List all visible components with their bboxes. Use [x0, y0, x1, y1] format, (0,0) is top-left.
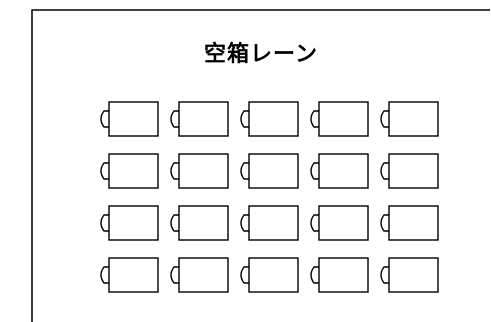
box-body	[248, 257, 299, 293]
empty-box	[380, 205, 439, 241]
box-handle	[100, 162, 109, 180]
empty-box	[170, 257, 229, 293]
box-body	[318, 205, 369, 241]
empty-box	[380, 101, 439, 137]
box-body	[318, 257, 369, 293]
box-body	[388, 205, 439, 241]
box-handle	[380, 214, 389, 232]
box-handle	[170, 162, 179, 180]
box-body	[248, 101, 299, 137]
box-handle	[380, 110, 389, 128]
empty-box	[170, 153, 229, 189]
empty-box	[240, 101, 299, 137]
box-handle	[240, 110, 249, 128]
box-handle	[310, 110, 319, 128]
box-body	[388, 101, 439, 137]
box-handle	[380, 162, 389, 180]
box-body	[108, 101, 159, 137]
empty-box	[310, 153, 369, 189]
box-body	[108, 257, 159, 293]
box-grid	[100, 101, 439, 293]
box-body	[178, 257, 229, 293]
box-body	[108, 205, 159, 241]
box-handle	[310, 266, 319, 284]
box-body	[178, 101, 229, 137]
box-handle	[100, 110, 109, 128]
box-body	[248, 205, 299, 241]
box-body	[388, 153, 439, 189]
panel-title: 空箱レーン	[204, 42, 318, 67]
box-body	[108, 153, 159, 189]
box-handle	[310, 162, 319, 180]
box-handle	[170, 110, 179, 128]
box-handle	[100, 214, 109, 232]
box-handle	[240, 266, 249, 284]
panel-border	[31, 9, 490, 322]
box-handle	[170, 266, 179, 284]
box-handle	[100, 266, 109, 284]
box-handle	[240, 214, 249, 232]
box-handle	[170, 214, 179, 232]
empty-box	[100, 153, 159, 189]
box-body	[318, 153, 369, 189]
empty-box	[240, 257, 299, 293]
empty-box	[310, 257, 369, 293]
empty-box	[100, 257, 159, 293]
box-body	[248, 153, 299, 189]
empty-box	[170, 205, 229, 241]
empty-box	[240, 153, 299, 189]
box-body	[318, 101, 369, 137]
empty-box	[100, 205, 159, 241]
empty-box	[310, 205, 369, 241]
box-handle	[310, 214, 319, 232]
empty-box	[310, 101, 369, 137]
empty-box	[170, 101, 229, 137]
empty-box	[380, 257, 439, 293]
box-body	[178, 153, 229, 189]
box-body	[388, 257, 439, 293]
empty-box	[100, 101, 159, 137]
empty-box	[240, 205, 299, 241]
box-body	[178, 205, 229, 241]
box-handle	[380, 266, 389, 284]
empty-box	[380, 153, 439, 189]
box-handle	[240, 162, 249, 180]
